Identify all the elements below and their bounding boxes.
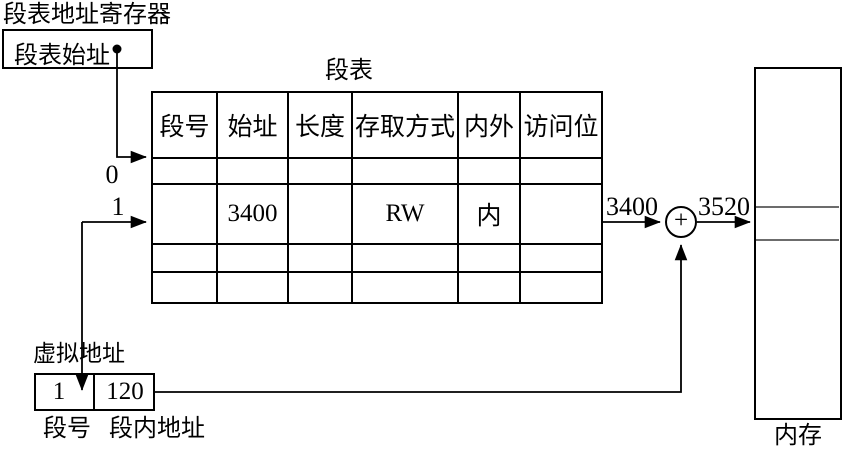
offset-cell: 120 <box>106 378 144 405</box>
table-cell <box>287 243 353 273</box>
table-cell <box>216 243 289 273</box>
column-header-in-out: 内外 <box>457 91 521 159</box>
segment-table-header-row: 段号 始址 长度 存取方式 内外 访问位 <box>151 91 603 159</box>
column-header-segment-number: 段号 <box>151 91 218 159</box>
virtual-address-box: 1 120 <box>34 373 155 411</box>
cell-in-memory-flag: 内 <box>457 183 521 245</box>
segment-table: 段号 始址 长度 存取方式 内外 访问位 3400 RW 内 <box>151 91 603 304</box>
row-index-1: 1 <box>111 192 125 221</box>
memory-box <box>754 67 842 420</box>
arrow-offset-to-adder <box>155 244 688 393</box>
table-cell <box>457 243 521 273</box>
cell-start-address: 3400 <box>216 183 289 245</box>
table-cell <box>151 183 218 245</box>
table-cell <box>519 183 603 245</box>
column-header-length: 长度 <box>287 91 353 159</box>
column-header-access-mode: 存取方式 <box>351 91 459 159</box>
table-cell <box>457 271 521 304</box>
register-box: 段表始址 <box>2 29 153 69</box>
table-cell <box>351 243 459 273</box>
table-cell <box>519 157 603 185</box>
adder-input-value-label: 3400 <box>606 192 658 221</box>
adder-output-value-label: 3520 <box>698 192 750 221</box>
segment-number-label: 段号 <box>43 416 91 442</box>
table-row-1: 3400 RW 内 <box>151 183 603 245</box>
plus-icon: + <box>673 207 689 234</box>
table-cell <box>216 157 289 185</box>
virtual-address-title: 虚拟地址 <box>33 341 125 366</box>
table-cell <box>287 157 353 185</box>
table-row-0 <box>151 157 603 185</box>
register-value-label: 段表始址 <box>14 43 110 69</box>
table-cell <box>151 243 218 273</box>
table-row-3 <box>151 271 603 304</box>
table-cell <box>216 271 289 304</box>
arrow-register-to-table <box>116 53 147 164</box>
table-cell <box>151 157 218 185</box>
adder-circle: + <box>665 206 697 238</box>
table-cell <box>519 271 603 304</box>
table-cell <box>287 271 353 304</box>
offset-label: 段内地址 <box>109 416 205 442</box>
segment-number-cell: 1 <box>52 378 66 405</box>
cell-access-mode: RW <box>351 183 459 245</box>
table-cell <box>351 271 459 304</box>
row-index-0: 0 <box>105 160 119 189</box>
segment-table-title: 段表 <box>325 58 373 84</box>
memory-label: 内存 <box>774 423 822 449</box>
table-cell <box>351 157 459 185</box>
table-cell <box>457 157 521 185</box>
column-header-start-address: 始址 <box>216 91 289 159</box>
table-cell <box>287 183 353 245</box>
column-header-access-bit: 访问位 <box>519 91 603 159</box>
register-title: 段表地址寄存器 <box>3 2 171 28</box>
register-connector-dot <box>112 44 122 54</box>
virtual-address-cell-divider <box>93 375 95 409</box>
table-cell <box>151 271 218 304</box>
table-row-2 <box>151 243 603 273</box>
table-cell <box>519 243 603 273</box>
